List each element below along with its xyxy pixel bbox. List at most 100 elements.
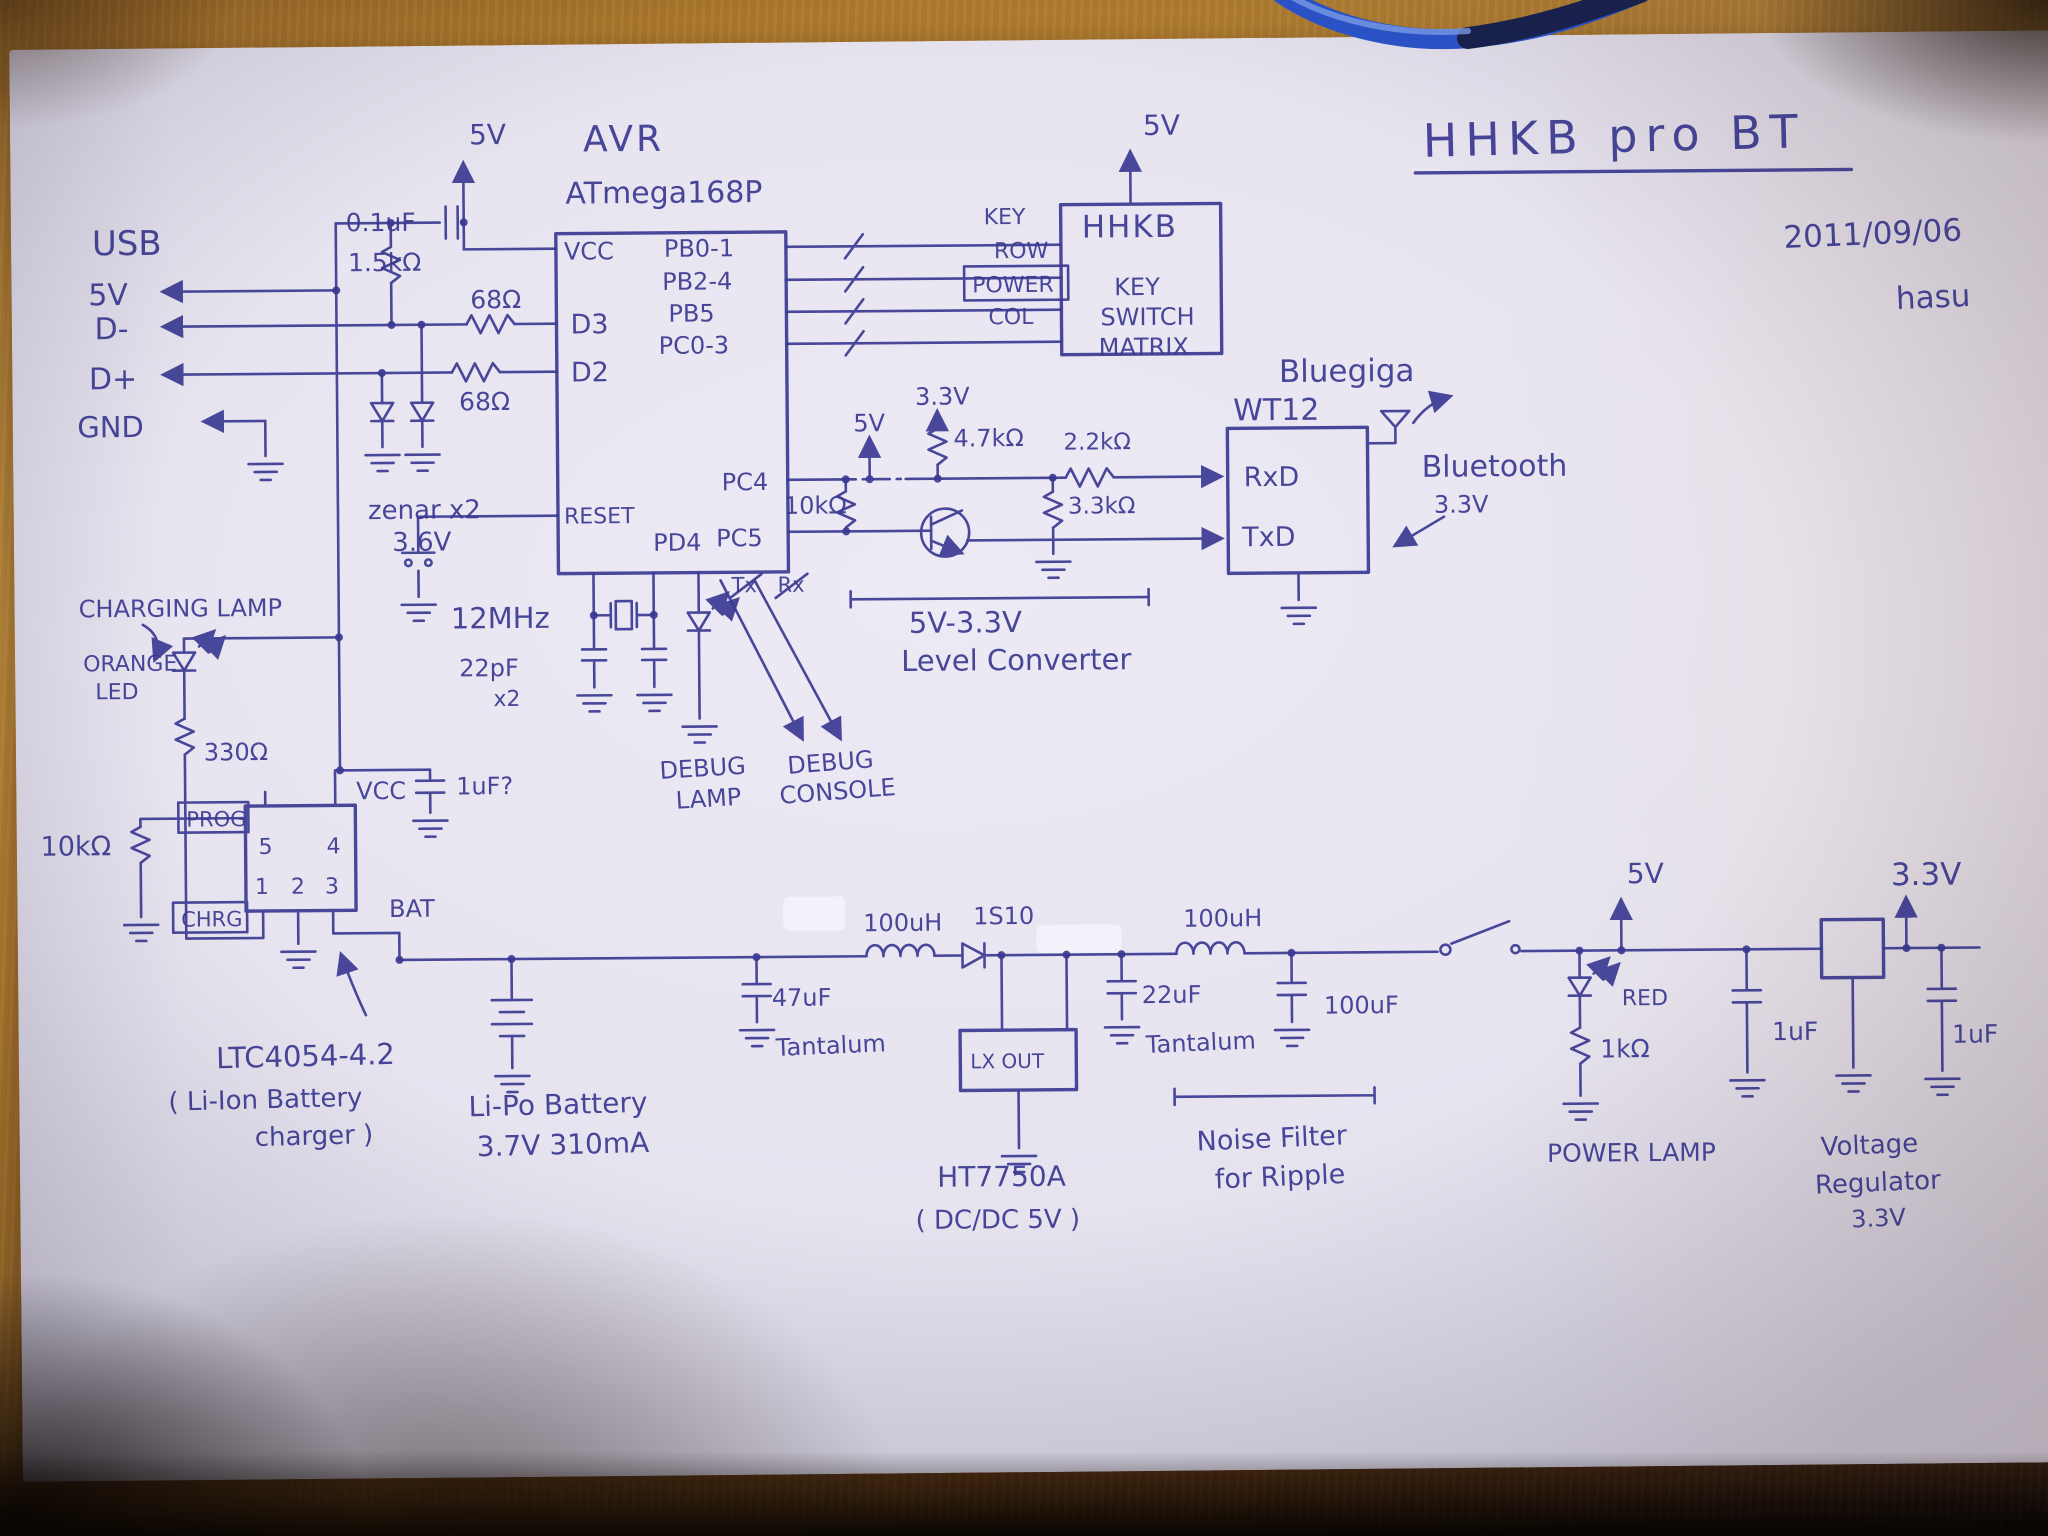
label-matrix: MATRIX [1099, 333, 1189, 362]
label-lxout: LX OUT [970, 1049, 1045, 1074]
label-c22p: 22pF [459, 654, 519, 682]
title-underline [1413, 167, 1854, 175]
label-pin-pc03: PC0-3 [659, 331, 730, 360]
label-pw-5v: 5V [1627, 857, 1664, 890]
label-dbg-lamp2: LAMP [675, 783, 742, 815]
label-lc-5v: 5V [853, 409, 885, 437]
label-tx: Tx [730, 573, 756, 597]
label-power: POWER [972, 273, 1054, 299]
label-pn1: 1 [255, 875, 269, 900]
debug-console [719, 572, 842, 742]
cap-1uf-a [1729, 948, 1766, 1098]
label-lipo1: Li-Po Battery [468, 1086, 648, 1124]
handwritten-labels: HHKB pro BT2011/09/06hasuUSB5VD-D+GNDAVR… [40, 104, 1998, 1236]
label-r10k-lc: 10kΩ [784, 491, 847, 519]
label-r68a: 68Ω [470, 285, 521, 314]
label-v33: 3.3V [1891, 857, 1962, 894]
label-c100u: 100uF [1324, 991, 1399, 1020]
label-rx: Rx [777, 573, 804, 597]
crystal-circuit [576, 571, 673, 713]
label-xtal: 12MHz [451, 601, 550, 636]
cap-22uf [1103, 952, 1141, 1045]
label-col: COL [988, 305, 1034, 330]
antenna-icon [1379, 409, 1411, 429]
label-hhkb: HHKB [1082, 209, 1178, 246]
label-vreg2: Regulator [1814, 1165, 1941, 1200]
label-l100b: 100uH [1183, 904, 1262, 933]
label-r330: 330Ω [204, 738, 268, 767]
label-c22u: 22uF [1142, 981, 1202, 1009]
diode-1s10 [961, 942, 986, 969]
voltage-regulator [1819, 917, 1886, 1093]
label-date: 2011/09/06 [1783, 212, 1963, 256]
label-ltc: LTC4054-4.2 [216, 1037, 396, 1076]
label-hhkb-5v: 5V [1143, 109, 1180, 142]
label-wt12: WT12 [1233, 393, 1319, 429]
label-liion1: ( Li-Ion Battery [168, 1083, 363, 1118]
label-zenar-v: 3.6V [392, 527, 452, 557]
label-rail5v-top: 5V [469, 118, 506, 151]
label-tant1: Tantalum [774, 1029, 886, 1062]
label-d1s10: 1S10 [973, 902, 1034, 930]
label-bluegiga: Bluegiga [1279, 353, 1415, 390]
label-bluetooth: Bluetooth [1422, 449, 1568, 485]
label-r47k: 4.7kΩ [953, 424, 1024, 453]
label-vcc2: VCC [356, 777, 406, 805]
bluegiga-module [1225, 390, 1454, 626]
label-bat: BAT [389, 895, 435, 923]
label-pin-pc4: PC4 [722, 468, 769, 496]
label-pn5: 5 [259, 835, 273, 860]
label-dbg-lamp1: DEBUG [659, 752, 747, 785]
label-liion2: charger ) [254, 1120, 373, 1153]
label-vreg1: Voltage [1820, 1129, 1919, 1163]
label-lc-name: Level Converter [901, 642, 1132, 678]
label-lipo2: 3.7V 310mA [476, 1126, 649, 1163]
label-pin-vcc: VCC [564, 237, 614, 265]
label-usb: USB [92, 224, 162, 265]
label-pin-pc5: PC5 [716, 524, 763, 552]
label-pn4: 4 [327, 834, 341, 859]
label-key2: KEY [1114, 273, 1160, 301]
label-chrg: CHRG [181, 907, 243, 931]
label-pw-lamp: POWER LAMP [1547, 1138, 1716, 1168]
cap-47uf [738, 955, 776, 1048]
label-tant2: Tantalum [1144, 1026, 1256, 1059]
label-r22k: 2.2kΩ [1063, 429, 1131, 456]
label-pin-reset: RESET [564, 504, 635, 530]
label-orange: ORANGE [83, 652, 177, 678]
label-r1k: 1kΩ [1600, 1034, 1650, 1063]
label-lc-range: 5V-3.3V [909, 605, 1022, 640]
battery [490, 957, 534, 1094]
label-usb-dm: D- [94, 312, 128, 347]
label-switch: SWITCH [1100, 303, 1194, 332]
label-pn2: 2 [291, 875, 305, 900]
label-pin-pb24: PB2-4 [662, 267, 732, 296]
label-pin-pb5: PB5 [668, 299, 714, 327]
label-author: hasu [1895, 278, 1971, 317]
noise-filter-dim [1173, 1085, 1376, 1107]
label-ht7750: HT7750A [937, 1160, 1066, 1194]
label-key1: KEY [984, 205, 1027, 230]
label-usb-dp: D+ [89, 362, 138, 397]
label-r68b: 68Ω [459, 387, 510, 416]
label-pin-pb01: PB0-1 [664, 234, 734, 263]
label-noise1: Noise Filter [1196, 1120, 1348, 1157]
label-r33k: 3.3kΩ [1068, 493, 1136, 520]
label-cap01: 0.1uF [346, 208, 416, 238]
label-pin-d3: D3 [570, 309, 608, 340]
label-c1uf-q: 1uF? [456, 772, 513, 800]
label-rxd: RxD [1244, 462, 1300, 493]
label-pin-pd4: PD4 [653, 529, 701, 557]
label-c1uf-b: 1uF [1952, 1019, 1998, 1048]
label-noise2: for Ripple [1214, 1159, 1346, 1196]
label-r15k: 1.5kΩ [348, 248, 422, 278]
label-dcdc: ( DC/DC 5V ) [915, 1205, 1080, 1236]
label-c22p-x2: x2 [493, 687, 520, 712]
label-txd: TxD [1241, 522, 1296, 553]
label-c47: 47uF [772, 984, 832, 1012]
label-usb-5v: 5V [88, 278, 128, 313]
label-pin-d2: D2 [571, 357, 609, 388]
label-r10k-chg: 10kΩ [40, 831, 111, 863]
